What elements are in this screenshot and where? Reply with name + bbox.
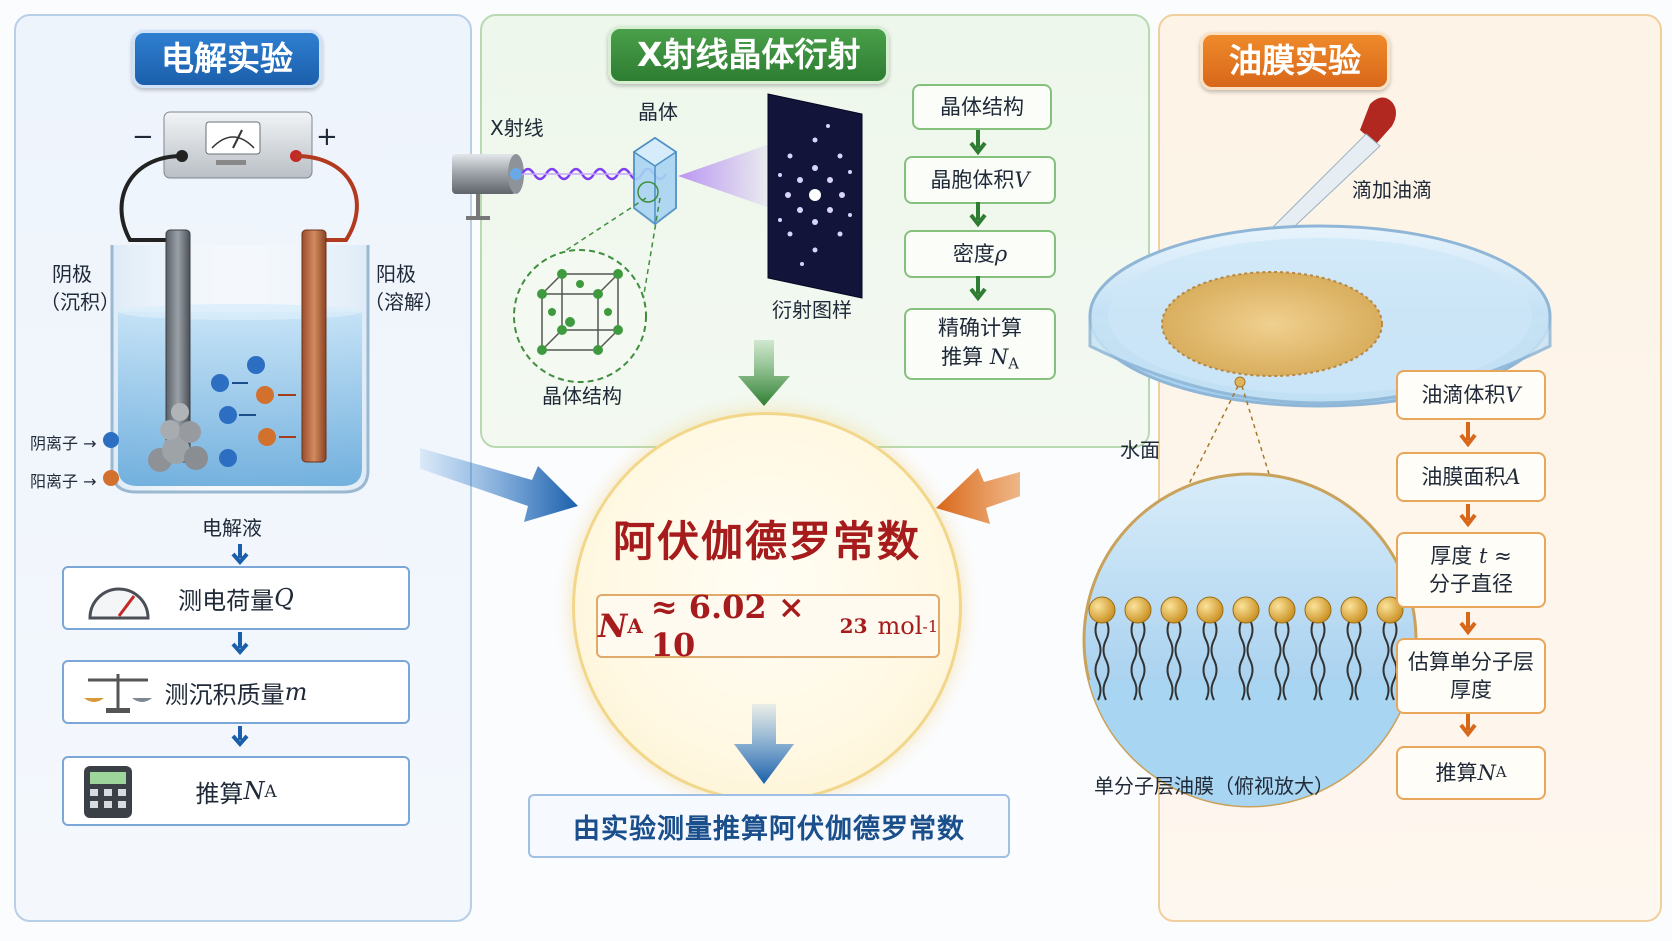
step-var: A: [1505, 464, 1521, 489]
step-text: 测电荷量: [178, 586, 275, 615]
step-crystal-structure: 晶体结构: [912, 84, 1052, 130]
oil-film-title: 油膜实验: [1200, 32, 1390, 90]
summary-banner: 由实验测量推算阿伏伽德罗常数: [528, 794, 1010, 858]
blue-arrow-icon: [420, 448, 578, 522]
step-text: 推算: [1435, 760, 1478, 785]
step-density: 密度 ρ: [904, 230, 1056, 278]
step-var: N: [989, 344, 1009, 369]
xray-illustration: [452, 93, 863, 383]
step-estimate-monolayer: 估算单分子层 厚度: [1396, 638, 1546, 714]
formula-approx: ≈ 6.02 × 10: [650, 588, 805, 664]
step-text: 估算单分子层: [1408, 649, 1534, 674]
xray-title: X射线晶体衍射: [608, 26, 890, 84]
step-text: 晶体结构: [940, 94, 1024, 119]
step-text: 密度: [952, 241, 995, 266]
left-flow-arrows: [231, 544, 249, 748]
plus-terminal: +: [316, 122, 338, 152]
formula-unit: mol: [877, 612, 923, 640]
step-drop-volume: 油滴体积 V: [1396, 370, 1546, 420]
electrolysis-title: 电解实验: [132, 30, 322, 88]
step-film-area: 油膜面积 A: [1396, 452, 1546, 502]
orange-arrow-icon: [936, 468, 1020, 524]
step-text: 推算: [195, 779, 244, 808]
crystal-label: 晶体: [638, 100, 678, 124]
cation-label: 阳离子 →: [30, 472, 97, 491]
water-surface-label: 水面: [1120, 438, 1160, 462]
convergence-arrows: [420, 340, 1020, 784]
anion-label: 阴离子 →: [30, 434, 97, 453]
step-var: ρ: [994, 241, 1008, 266]
step-text: 油滴体积: [1421, 382, 1506, 407]
diffraction-spots: [778, 124, 852, 266]
step-sub: A: [1008, 354, 1019, 372]
step-var: t: [1478, 543, 1488, 568]
step-text2: 分子直径: [1429, 572, 1513, 596]
step-unit-cell-volume: 晶胞体积 V: [904, 156, 1056, 204]
balance-scale-icon: [84, 674, 152, 713]
avogadro-title: 阿伏伽德罗常数: [612, 517, 921, 566]
crystal-structure-label: 晶体结构: [542, 384, 622, 408]
cathode-note: （沉积）: [40, 290, 120, 314]
ammeter-icon: [88, 587, 150, 620]
step-line2: 推算 NA: [941, 343, 1019, 374]
step-text: 厚度: [1430, 543, 1479, 568]
drop-oil-label: 滴加油滴: [1352, 178, 1432, 202]
oil-film-illustration: [1082, 97, 1552, 808]
down-arrow-icon: [734, 704, 794, 784]
monolayer-film-label: 单分子层油膜（俯视放大）: [1094, 774, 1334, 798]
xray-label: X射线: [490, 116, 544, 140]
calculator-icon: [84, 766, 132, 818]
right-flow-arrows: [1459, 422, 1477, 738]
middle-flow-arrows: [969, 130, 987, 302]
step-measure-charge: 测电荷量 Q: [62, 566, 410, 630]
step-text: 晶胞体积: [930, 167, 1015, 192]
green-arrow-icon: [738, 340, 790, 406]
step-measure-mass: 测沉积质量 m: [62, 660, 410, 724]
step-sub: A: [1495, 764, 1507, 782]
power-supply: [163, 111, 313, 179]
step-var: m: [284, 678, 308, 706]
step-text: 精确计算: [938, 316, 1022, 341]
step-var: N: [243, 777, 265, 805]
step-var: Q: [274, 584, 294, 612]
formula-sub: A: [627, 614, 643, 638]
step-text2: 厚度: [1450, 678, 1492, 702]
cathode-label: 阴极: [52, 262, 92, 286]
step-precise-calc: 精确计算 推算 NA: [904, 308, 1056, 380]
step-line1: 厚度 t ≈: [1430, 542, 1511, 570]
formula-unit-exp: -1: [922, 616, 938, 636]
formula-exp: 23: [839, 614, 868, 638]
step-text2: 推算: [941, 344, 990, 369]
formula-symbol: N: [598, 607, 628, 645]
step-var: V: [1505, 382, 1521, 407]
electrolysis-illustration: [103, 111, 370, 494]
electrolyte-label: 电解液: [202, 516, 262, 540]
minus-terminal: −: [132, 122, 154, 152]
ions: [211, 356, 296, 467]
step-text: 油膜面积: [1421, 464, 1506, 489]
step-var: N: [1477, 760, 1496, 785]
step-text-after: ≈: [1487, 543, 1512, 568]
step-text: 测沉积质量: [164, 680, 285, 709]
step-thickness: 厚度 t ≈ 分子直径: [1396, 532, 1546, 608]
metal-deposit: [148, 403, 208, 472]
step-sub: A: [264, 781, 277, 801]
step-var: V: [1014, 167, 1030, 192]
anode-label: 阳极: [376, 262, 416, 286]
diffraction-pattern-label: 衍射图样: [772, 298, 852, 322]
anode-note: （溶解）: [364, 290, 444, 314]
